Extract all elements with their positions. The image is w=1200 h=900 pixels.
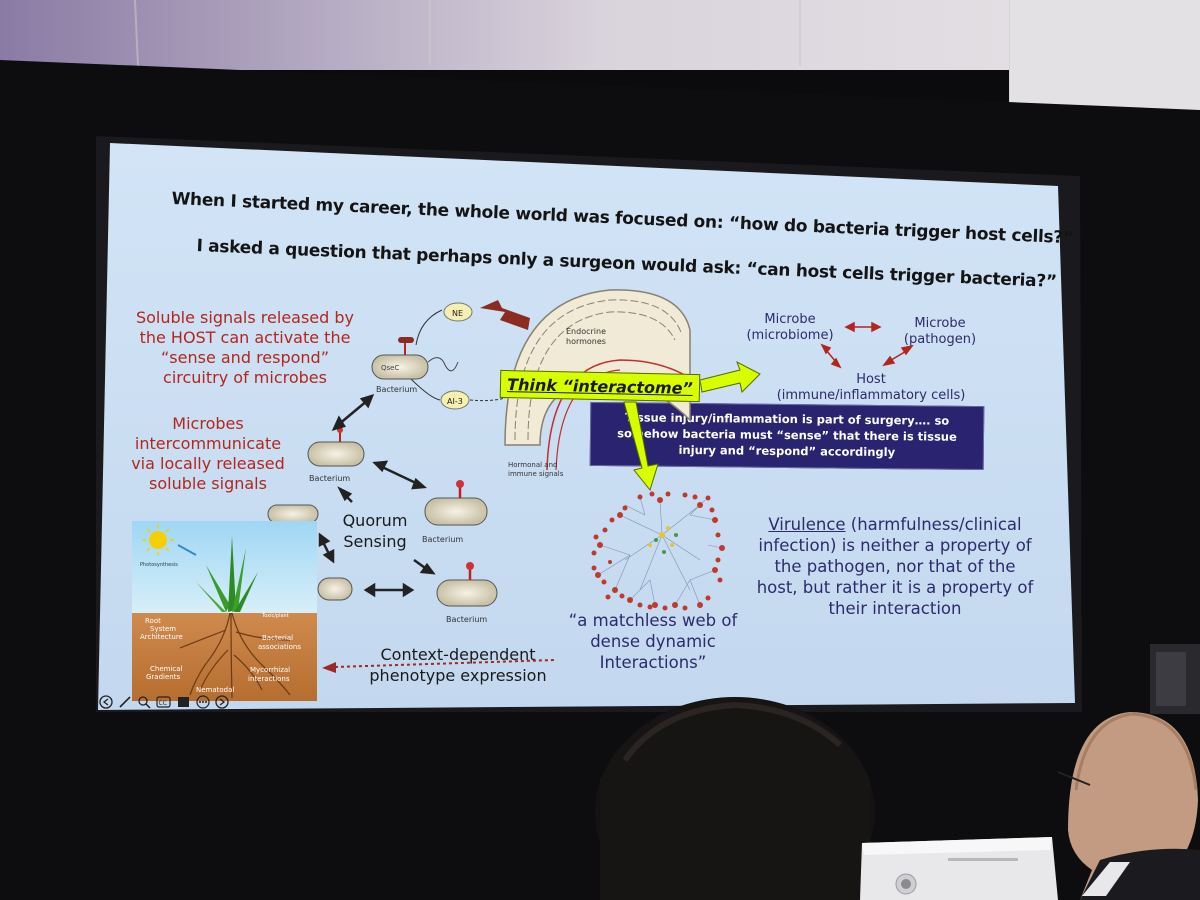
microbe-pathogen-label: Microbe (pathogen) — [890, 316, 990, 348]
quorum-sensing-label: Quorum Sensing — [335, 510, 415, 552]
text-line: Interactions” — [599, 653, 707, 672]
tissue-injury-banner: Tissue injury/inflammation is part of su… — [589, 401, 985, 471]
virulence-word: Virulence — [768, 515, 846, 534]
text-line: Sensing — [343, 532, 407, 551]
text-line: Microbe — [764, 312, 816, 327]
text-line: soluble signals — [149, 474, 267, 493]
context-dependent-label: Context-dependent phenotype expression — [358, 644, 558, 686]
matchless-web-text: “a matchless web of dense dynamic Intera… — [548, 610, 758, 673]
text-fragment: (harmfulness/clinical — [845, 515, 1022, 534]
text-line: host, but rather it is a property of — [756, 578, 1034, 597]
text-line: Quorum — [342, 511, 408, 530]
text-line: Soluble signals released by — [135, 308, 355, 327]
text-line: (microbiome) — [746, 328, 834, 343]
microbe-microbiome-label: Microbe (microbiome) — [735, 312, 845, 344]
text-line: their interaction — [828, 599, 962, 618]
text-line: Microbes — [172, 414, 244, 433]
soluble-signals-text: Soluble signals released by the HOST can… — [120, 308, 370, 388]
text-line: “a matchless web of — [568, 611, 738, 630]
text-line: (immune/inflammatory cells) — [776, 388, 966, 403]
text-line: via locally released — [131, 454, 285, 473]
text-line: dense dynamic — [590, 632, 716, 651]
host-label: Host (immune/inflammatory cells) — [776, 372, 966, 404]
text-line: intercommunicate — [134, 434, 282, 453]
think-interactome-text: Think “interactome” — [506, 374, 694, 398]
text-line: phenotype expression — [369, 666, 547, 685]
text-line: infection) is neither a property of — [758, 536, 1032, 555]
text-line: Context-dependent — [380, 645, 536, 664]
text-line: the HOST can activate the — [139, 328, 351, 347]
text-line: Host — [856, 372, 886, 387]
text-line: (pathogen) — [903, 332, 977, 347]
text-line: “sense and respond” — [161, 348, 329, 367]
virulence-text: Virulence (harmfulness/clinical infectio… — [745, 514, 1045, 619]
text-line: Virulence (harmfulness/clinical — [745, 514, 1045, 535]
text-line: Microbe — [914, 316, 966, 331]
text-line: the pathogen, nor that of the — [774, 557, 1016, 576]
text-line: circuitry of microbes — [163, 368, 327, 387]
microbes-intercommunicate-text: Microbes intercommunicate via locally re… — [118, 414, 298, 494]
think-interactome-box: Think “interactome” — [499, 369, 701, 403]
